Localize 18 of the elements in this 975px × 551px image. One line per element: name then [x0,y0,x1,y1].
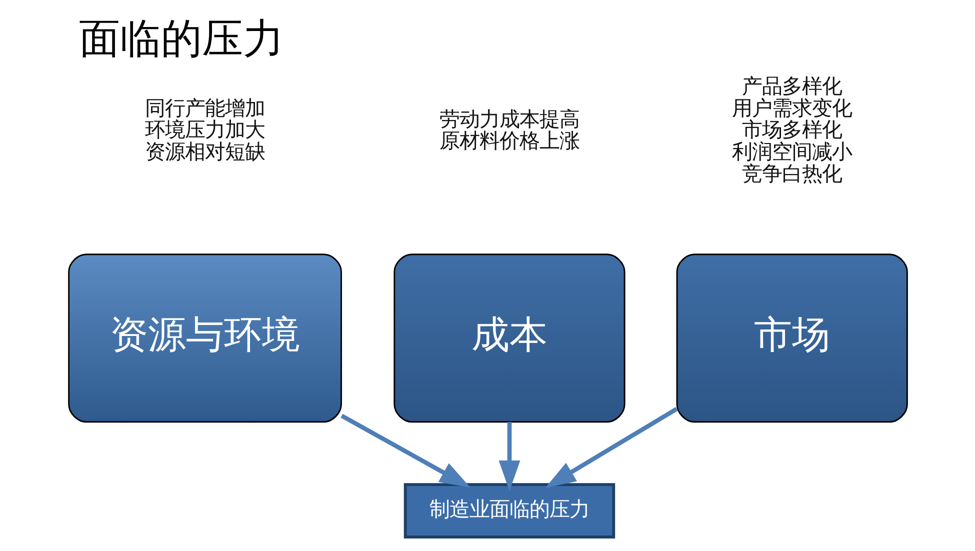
node-box: 成本 [393,254,625,423]
arrow [544,407,678,488]
node-label: 市场多样化 [742,118,842,142]
node-label: 竞争白热化 [742,161,842,186]
node-label: 劳动力成本提高 [438,106,579,131]
node-label: 利润空间减小 [732,140,852,164]
node-label: 资源相对短缺 [144,140,265,164]
node-box: 市场 [676,254,908,423]
node-label: 原材料价格上涨 [438,128,579,153]
arrow [498,422,520,492]
node-label: 用户需求变化 [732,96,852,120]
diagram-title: 面临的压力 [78,14,284,62]
node-label: 同行产能增加 [144,96,265,120]
arrow [340,414,470,488]
node-box: 资源与环境 [68,254,342,423]
node-label: 环境压力加大 [144,118,265,142]
node-label: 产品多样化 [742,74,842,98]
node-box: 制造业面临的压力 [403,483,615,538]
